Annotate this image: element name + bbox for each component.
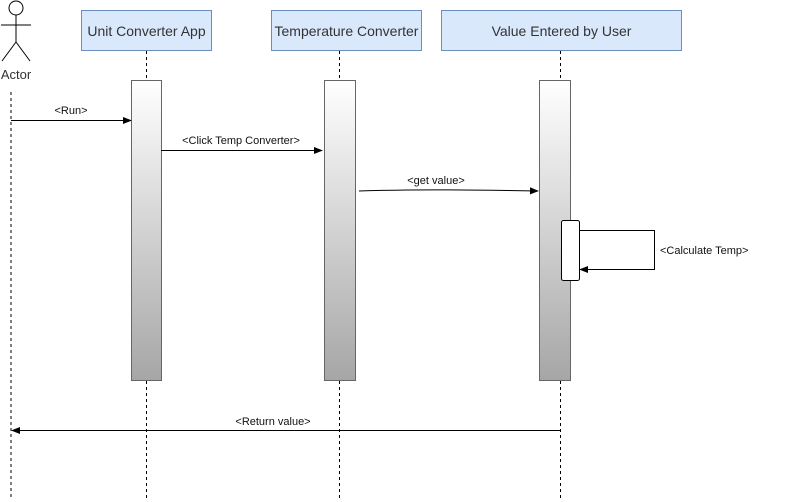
participant-unit-converter-app: Unit Converter App [81, 10, 212, 51]
message-label: <Click Temp Converter> [182, 135, 300, 147]
participant-box [441, 10, 682, 51]
message-return-value: <Return value> [11, 416, 560, 435]
nested-activation-bar-calculate-temp [561, 220, 580, 281]
participant-value-entered-by-user: Value Entered by User [441, 10, 682, 51]
message-label: <Run> [54, 105, 87, 117]
message-arrow [579, 230, 655, 274]
activation-bar-unit-converter-app [131, 80, 162, 381]
message-run: <Run> [11, 105, 132, 125]
activation-bar-temperature-converter [324, 80, 356, 381]
message-label: <get value> [407, 175, 465, 187]
participant-label: Unit Converter App [87, 23, 205, 39]
message-calculate-temp: <Calculate Temp> [579, 230, 748, 274]
actor-stick-figure-icon [1, 0, 31, 62]
participant-label: Value Entered by User [492, 23, 632, 39]
participant-box [271, 10, 422, 51]
participant-box [81, 10, 212, 51]
message-click-temp-converter: <Click Temp Converter> [161, 135, 323, 155]
message-get-value: <get value> [358, 175, 539, 195]
message-arrow [358, 187, 539, 195]
participant-temperature-converter: Temperature Converter [271, 10, 422, 51]
participant-label: Temperature Converter [275, 23, 419, 39]
message-label: <Calculate Temp> [660, 245, 748, 257]
actor: Actor [1, 0, 32, 82]
actor-label: Actor [1, 67, 32, 82]
message-label: <Return value> [235, 416, 310, 428]
